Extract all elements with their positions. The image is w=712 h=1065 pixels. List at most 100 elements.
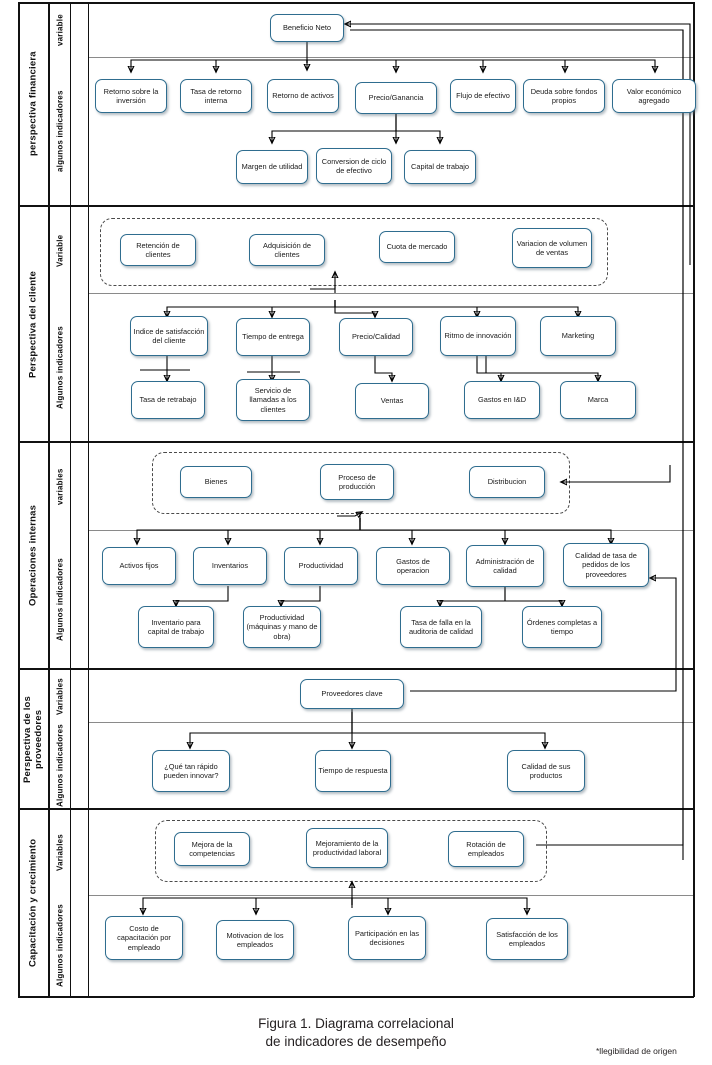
node-marca[interactable]: Marca bbox=[560, 381, 636, 419]
frame-right-rail bbox=[693, 2, 695, 997]
node-inventario-capital-trabajo[interactable]: Inventario para capital de trabajo bbox=[138, 606, 214, 648]
node-precio-calidad[interactable]: Precio/Calidad bbox=[339, 318, 413, 356]
band-sep-operaciones bbox=[18, 668, 694, 670]
node-margen-utilidad[interactable]: Margen de utilidad bbox=[236, 150, 308, 184]
node-ordenes-completas-tiempo[interactable]: Órdenes completas a tiempo bbox=[522, 606, 602, 648]
node-label: Calidad de tasa de pedidos de los provee… bbox=[575, 551, 637, 579]
node-satisfaccion-empleados[interactable]: Satisfacción de los empleados bbox=[486, 918, 568, 960]
row-label-cap-variables: Variables bbox=[55, 834, 65, 871]
node-tiempo-entrega[interactable]: Tiempo de entrega bbox=[236, 318, 310, 356]
node-label: Tasa de retorno interna bbox=[190, 86, 242, 105]
node-que-tan-rapido-innovar[interactable]: ¿Qué tan rápido pueden innovar? bbox=[152, 750, 230, 792]
node-participacion-decisiones[interactable]: Participación en las decisiones bbox=[348, 916, 426, 960]
row-label-pro-indicadores: Algunos indicadores bbox=[55, 724, 65, 807]
node-costo-capacitacion-empleado[interactable]: Costo de capacitación por empleado bbox=[105, 916, 183, 960]
node-label: Retorno sobre la inversión bbox=[103, 86, 159, 105]
row-sep-cliente bbox=[88, 293, 694, 294]
node-indice-satisfaccion-cliente[interactable]: Indice de satisfacción del cliente bbox=[130, 316, 208, 356]
node-productividad-maquinas-mano-obra[interactable]: Productividad (máquinas y mano de obra) bbox=[243, 606, 321, 648]
band-sep-financiera bbox=[18, 205, 694, 207]
node-label: Retorno de activos bbox=[272, 91, 334, 101]
node-label: Tiempo de entrega bbox=[242, 332, 304, 342]
node-label: ¿Qué tan rápido pueden innovar? bbox=[163, 761, 219, 780]
node-proveedores-clave[interactable]: Proveedores clave bbox=[300, 679, 404, 709]
node-label: Marca bbox=[587, 395, 609, 405]
node-label: Precio/Ganancia bbox=[368, 93, 424, 103]
band-sep-proveedores bbox=[18, 808, 694, 810]
node-precio-ganancia[interactable]: Precio/Ganancia bbox=[355, 82, 437, 114]
node-gastos-operacion[interactable]: Gastos de operacion bbox=[376, 547, 450, 585]
row-label-ope-variables: variables bbox=[55, 468, 65, 506]
node-activos-fijos[interactable]: Activos fijos bbox=[102, 547, 176, 585]
node-label: Mejora de la competencias bbox=[189, 839, 235, 858]
node-tiempo-respuesta[interactable]: Tiempo de respuesta bbox=[315, 750, 391, 792]
node-label: Mejoramiento de la productividad laboral bbox=[312, 838, 382, 857]
node-administracion-calidad[interactable]: Administración de calidad bbox=[466, 545, 544, 587]
node-label: Ventas bbox=[380, 396, 404, 406]
caption-line-2: de indicadores de desempeño bbox=[265, 1034, 447, 1050]
band-label-operaciones: Operaciones internas bbox=[27, 504, 39, 607]
node-label: Deuda sobre fondos propios bbox=[530, 86, 598, 105]
node-beneficio-neto[interactable]: Beneficio Neto bbox=[270, 14, 344, 42]
band-label-rail bbox=[48, 2, 50, 997]
node-label: Costo de capacitación por empleado bbox=[117, 924, 171, 952]
row-sep-financiera bbox=[88, 57, 694, 58]
node-retencion-clientes[interactable]: Retención de clientes bbox=[120, 234, 196, 266]
node-ventas[interactable]: Ventas bbox=[355, 383, 429, 419]
band-label-cliente: Perspectiva del cliente bbox=[27, 270, 39, 378]
node-label: Distribucion bbox=[487, 477, 527, 487]
node-label: Productividad bbox=[298, 561, 344, 571]
node-retorno-inversion[interactable]: Retorno sobre la inversión bbox=[95, 79, 167, 113]
node-motivacion-empleados[interactable]: Motivacion de los empleados bbox=[216, 920, 294, 960]
row-sep-operaciones bbox=[88, 530, 694, 531]
node-calidad-tasa-pedidos-proveedores[interactable]: Calidad de tasa de pedidos de los provee… bbox=[563, 543, 649, 587]
node-inventarios[interactable]: Inventarios bbox=[193, 547, 267, 585]
row-label-cli-indicadores: Algunos indicadores bbox=[55, 326, 65, 409]
node-ritmo-innovacion[interactable]: Ritmo de innovación bbox=[440, 316, 516, 356]
content-left-rail bbox=[88, 2, 89, 997]
node-bienes[interactable]: Bienes bbox=[180, 466, 252, 498]
node-productividad[interactable]: Productividad bbox=[284, 547, 358, 585]
node-label: Cuota de mercado bbox=[386, 242, 448, 252]
node-capital-trabajo[interactable]: Capital de trabajo bbox=[404, 150, 476, 184]
node-label: Gastos de operacion bbox=[396, 556, 430, 575]
node-retorno-activos[interactable]: Retorno de activos bbox=[267, 79, 339, 113]
node-tasa-retrabajo[interactable]: Tasa de retrabajo bbox=[131, 381, 205, 419]
node-label: Variacion de volumen de ventas bbox=[516, 238, 588, 257]
node-label: Calidad de sus productos bbox=[521, 761, 571, 780]
row-sep-proveedores bbox=[88, 722, 694, 723]
node-servicio-llamadas-clientes[interactable]: Servicio de llamadas a los clientes bbox=[236, 379, 310, 421]
node-proceso-produccion[interactable]: Proceso de producción bbox=[320, 464, 394, 500]
node-mejora-competencias[interactable]: Mejora de la competencias bbox=[174, 832, 250, 866]
node-variacion-volumen-ventas[interactable]: Variacion de volumen de ventas bbox=[512, 228, 592, 268]
node-gastos-iyd[interactable]: Gastos en I&D bbox=[464, 381, 540, 419]
node-label: Satisfacción de los empleados bbox=[496, 929, 558, 948]
node-marketing[interactable]: Marketing bbox=[540, 316, 616, 356]
node-calidad-sus-productos[interactable]: Calidad de sus productos bbox=[507, 750, 585, 792]
node-distribucion[interactable]: Distribucion bbox=[469, 466, 545, 498]
node-deuda-fondos-propios[interactable]: Deuda sobre fondos propios bbox=[523, 79, 605, 113]
band-label-capacitacion: Capacitación y crecimiento bbox=[27, 838, 39, 968]
node-mejoramiento-productividad-laboral[interactable]: Mejoramiento de la productividad laboral bbox=[306, 828, 388, 868]
node-label: Marketing bbox=[561, 331, 595, 341]
row-label-pro-variables: Variables bbox=[55, 678, 65, 715]
node-label: Precio/Calidad bbox=[351, 332, 401, 342]
node-label: Motivacion de los empleados bbox=[226, 930, 284, 949]
row-label-fin-indicadores: algunos indicadores bbox=[55, 90, 65, 173]
node-valor-economico-agregado[interactable]: Valor económico agregado bbox=[612, 79, 696, 113]
node-tasa-retorno-interna[interactable]: Tasa de retorno interna bbox=[180, 79, 252, 113]
node-label: Beneficio Neto bbox=[282, 23, 332, 33]
node-rotacion-empleados[interactable]: Rotación de empleados bbox=[448, 831, 524, 867]
node-label: Capital de trabajo bbox=[411, 162, 469, 172]
node-label: Servicio de llamadas a los clientes bbox=[249, 386, 297, 414]
node-adquisicion-clientes[interactable]: Adquisición de clientes bbox=[249, 234, 325, 266]
figure-caption: Figura 1. Diagrama correlacional de indi… bbox=[186, 1015, 526, 1051]
node-label: Adquisición de clientes bbox=[262, 240, 312, 259]
node-label: Tasa de retrabajo bbox=[139, 395, 197, 405]
node-cuota-mercado[interactable]: Cuota de mercado bbox=[379, 231, 455, 263]
node-conversion-ciclo-efectivo[interactable]: Conversion de ciclo de efectivo bbox=[316, 148, 392, 184]
frame-left-rail bbox=[18, 2, 20, 997]
node-tasa-falla-auditoria-calidad[interactable]: Tasa de falla en la auditoria de calidad bbox=[400, 606, 482, 648]
node-flujo-efectivo[interactable]: Flujo de efectivo bbox=[450, 79, 516, 113]
